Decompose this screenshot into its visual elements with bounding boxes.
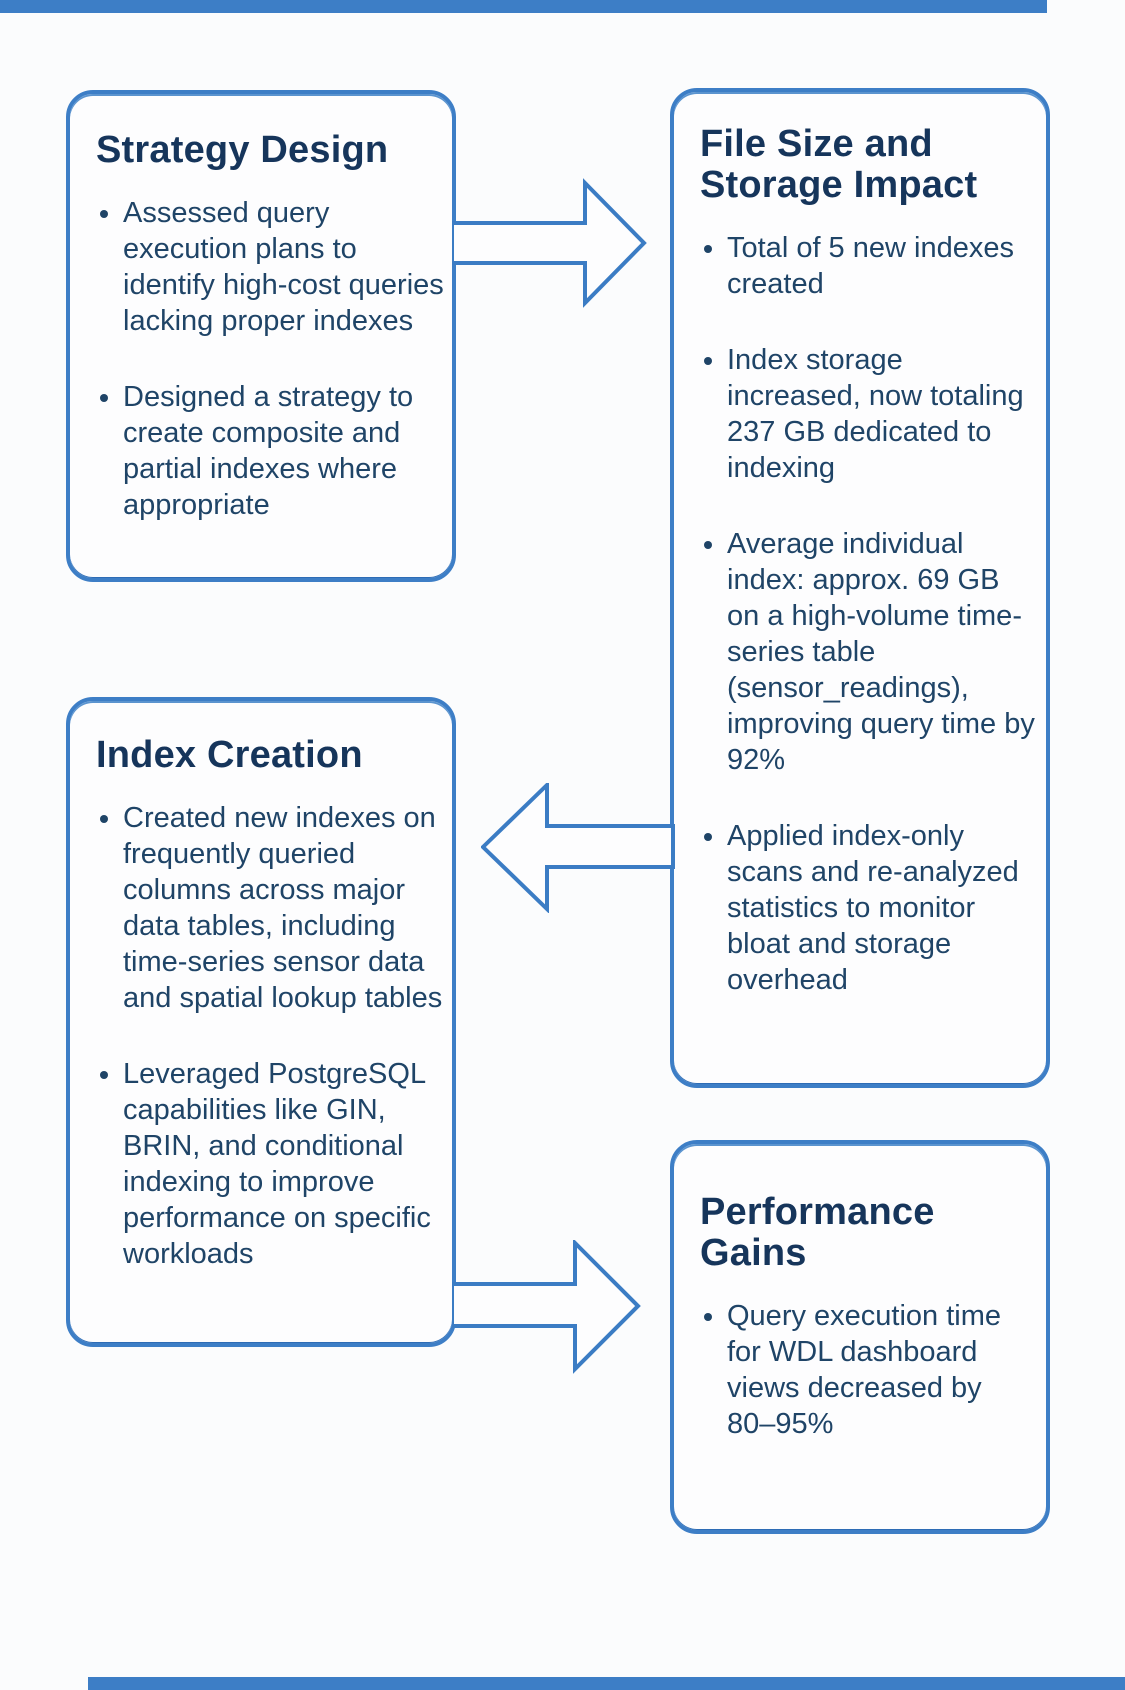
bullet-item: Created new indexes on frequently querie… <box>123 800 444 1016</box>
flow-arrow-left-icon <box>481 783 675 913</box>
box-file-size-and-storage-impact: File Size and Storage Impact Total of 5 … <box>670 88 1050 1088</box>
box-index-creation: Index Creation Created new indexes on fr… <box>66 697 456 1347</box>
box-title: File Size and Storage Impact <box>700 123 978 207</box>
bottom-accent-bar <box>88 1677 1125 1690</box>
bullet-list: Created new indexes on frequently querie… <box>96 800 444 1272</box>
bullet-item: Assessed query execution plans to identi… <box>123 195 444 339</box>
top-accent-bar <box>0 0 1047 13</box>
bullet-list: Assessed query execution plans to identi… <box>96 195 444 523</box>
bullet-item: Query execution time for WDL dashboard v… <box>727 1298 1038 1442</box>
flow-arrow-right-icon <box>452 178 647 308</box>
bullet-item: Leveraged PostgreSQL capabilities like G… <box>123 1056 444 1272</box>
bullet-list: Query execution time for WDL dashboard v… <box>700 1298 1038 1442</box>
box-performance-gains: Performance Gains Query execution time f… <box>670 1140 1050 1534</box>
bullet-item: Average individual index: approx. 69 GB … <box>727 526 1038 778</box>
bullet-item: Index storage increased, now totaling 23… <box>727 342 1038 486</box>
bullet-item: Applied index-only scans and re-analyzed… <box>727 818 1038 998</box>
flow-arrow-right-icon <box>452 1240 641 1374</box>
box-title: Index Creation <box>96 734 363 776</box>
bullet-item: Total of 5 new indexes created <box>727 230 1038 302</box>
box-title: Performance Gains <box>700 1191 935 1275</box>
bullet-list: Total of 5 new indexes created Index sto… <box>700 230 1038 998</box>
box-title: Strategy Design <box>96 129 389 171</box>
bullet-item: Designed a strategy to create composite … <box>123 379 444 523</box>
box-strategy-design: Strategy Design Assessed query execution… <box>66 90 456 582</box>
